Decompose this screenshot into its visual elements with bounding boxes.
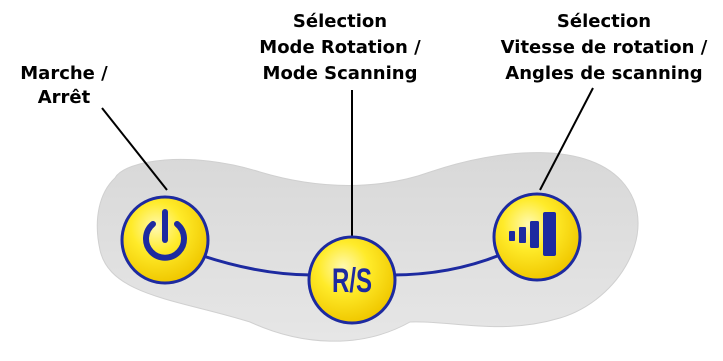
label-power-line2: Arrêt [38, 87, 91, 108]
label-speed-line1: Sélection [557, 11, 651, 32]
power-icon [143, 209, 187, 261]
label-power-line1: Marche / [20, 63, 108, 84]
label-power: Marche / Arrêt [20, 63, 108, 108]
signal-bars-icon [509, 212, 556, 256]
label-mode: Sélection Mode Rotation / Mode Scanning [259, 11, 421, 84]
pointer-line-power [101, 107, 168, 191]
label-mode-line3: Mode Scanning [263, 63, 418, 84]
label-speed: Sélection Vitesse de rotation / Angles d… [501, 11, 708, 84]
connector-line-left [199, 253, 313, 277]
mode-button-label: R/S [332, 262, 372, 300]
label-mode-line2: Mode Rotation / [259, 37, 421, 58]
power-button[interactable] [120, 195, 210, 285]
speed-button[interactable] [492, 192, 582, 282]
label-mode-line1: Sélection [293, 11, 387, 32]
label-speed-line3: Angles de scanning [505, 63, 702, 84]
label-speed-line2: Vitesse de rotation / [501, 37, 708, 58]
mode-button[interactable]: R/S [307, 235, 397, 325]
pointer-line-speed [539, 87, 594, 191]
connector-line-right [391, 253, 501, 277]
